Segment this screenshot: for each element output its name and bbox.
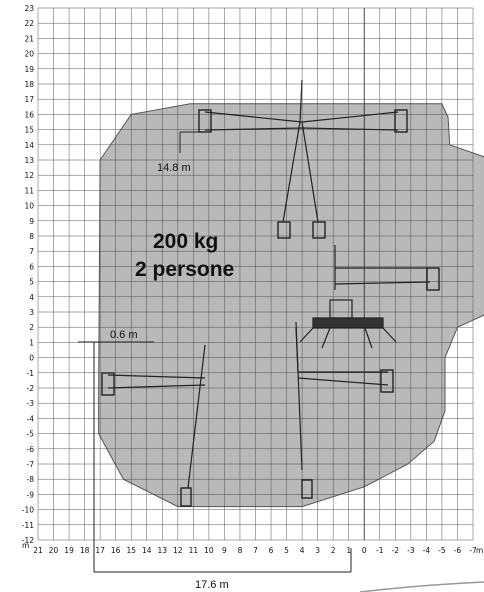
y-tick-label: 10 [24, 202, 34, 211]
y-tick-label: 0 [29, 354, 34, 363]
x-tick-label: 21 [33, 546, 43, 555]
x-tick-label: 8 [238, 546, 243, 555]
y-tick-label: -12 [22, 536, 34, 545]
x-tick-label: 4 [300, 546, 305, 555]
y-tick-label: -3 [27, 399, 35, 408]
y-tick-label: 16 [24, 110, 34, 119]
x-tick-label: 7 [253, 546, 258, 555]
y-tick-label: -4 [27, 414, 35, 423]
y-tick-label: 7 [29, 247, 34, 256]
x-tick-label: 5 [284, 546, 289, 555]
y-tick-label: 14 [24, 141, 34, 150]
x-tick-label: 15 [126, 546, 136, 555]
y-tick-label: 17 [24, 95, 34, 104]
x-tick-label: -7 [469, 546, 477, 555]
y-tick-label: 5 [29, 278, 34, 287]
grid-overlay [37, 7, 474, 541]
x-tick-label: 20 [49, 546, 59, 555]
x-tick-label: 18 [80, 546, 90, 555]
x-tick-label: 12 [173, 546, 183, 555]
x-tick-label: 10 [204, 546, 214, 555]
y-tick-label: -11 [22, 521, 34, 530]
y-tick-label: 9 [29, 217, 34, 226]
x-tick-label: 17 [95, 546, 105, 555]
y-tick-label: 2 [29, 323, 34, 332]
y-tick-label: 20 [24, 50, 34, 59]
y-tick-label: -8 [27, 475, 35, 484]
x-tick-label: -2 [392, 546, 400, 555]
y-tick-label: -9 [27, 490, 35, 499]
x-tick-label: -1 [376, 546, 384, 555]
working-envelope [98, 103, 484, 508]
max-outreach-label: 17.6 m [195, 579, 229, 591]
x-tick-label: -4 [423, 546, 431, 555]
y-tick-label: -7 [27, 460, 35, 469]
x-tick-label: 14 [142, 546, 152, 555]
y-tick-label: 23 [24, 4, 34, 13]
y-tick-label: -1 [27, 369, 35, 378]
x-tick-label: -3 [407, 546, 415, 555]
y-tick-label: 6 [29, 262, 34, 271]
x-tick-label: 2 [331, 546, 336, 555]
y-tick-label: 21 [24, 34, 34, 43]
x-tick-label: 19 [64, 546, 74, 555]
x-tick-label: -6 [454, 546, 462, 555]
y-tick-label: 12 [24, 171, 34, 180]
y-tick-label: 18 [24, 80, 34, 89]
y-tick-label: -2 [27, 384, 35, 393]
y-tick-label: 8 [29, 232, 34, 241]
y-tick-label: 22 [24, 19, 34, 28]
y-tick-label: 3 [29, 308, 34, 317]
x-tick-label: 3 [315, 546, 320, 555]
x-tick-label: -5 [438, 546, 446, 555]
y-axis-ticks: 23222120191817161514131211109876543210-1… [22, 4, 34, 545]
x-tick-label: 16 [111, 546, 121, 555]
y-tick-label: 13 [24, 156, 34, 165]
y-tick-label: 4 [29, 293, 34, 302]
x-tick-label: 11 [189, 546, 199, 555]
persons-label: 2 persone [135, 258, 234, 281]
page-curl-decoration [359, 581, 484, 592]
machine-icon [101, 79, 440, 507]
max-height-label: 14.8 m [157, 162, 191, 174]
min-height-label: 0.6 m [110, 329, 138, 341]
y-tick-label: -5 [27, 430, 35, 439]
y-tick-label: -10 [22, 506, 34, 515]
y-tick-label: 1 [29, 338, 34, 347]
y-tick-label: -6 [27, 445, 35, 454]
dimension-lines [78, 131, 352, 573]
y-tick-label: 19 [24, 65, 34, 74]
load-capacity-label: 200 kg [153, 230, 218, 253]
y-tick-label: 15 [24, 126, 34, 135]
x-tick-label: 9 [222, 546, 227, 555]
y-tick-label: 11 [24, 186, 34, 195]
x-tick-label: 1 [346, 546, 351, 555]
y-axis-unit: m [22, 541, 29, 550]
x-tick-label: 0 [362, 546, 367, 555]
x-tick-label: 6 [269, 546, 274, 555]
x-axis-unit: m [476, 546, 483, 555]
x-tick-label: 13 [158, 546, 168, 555]
